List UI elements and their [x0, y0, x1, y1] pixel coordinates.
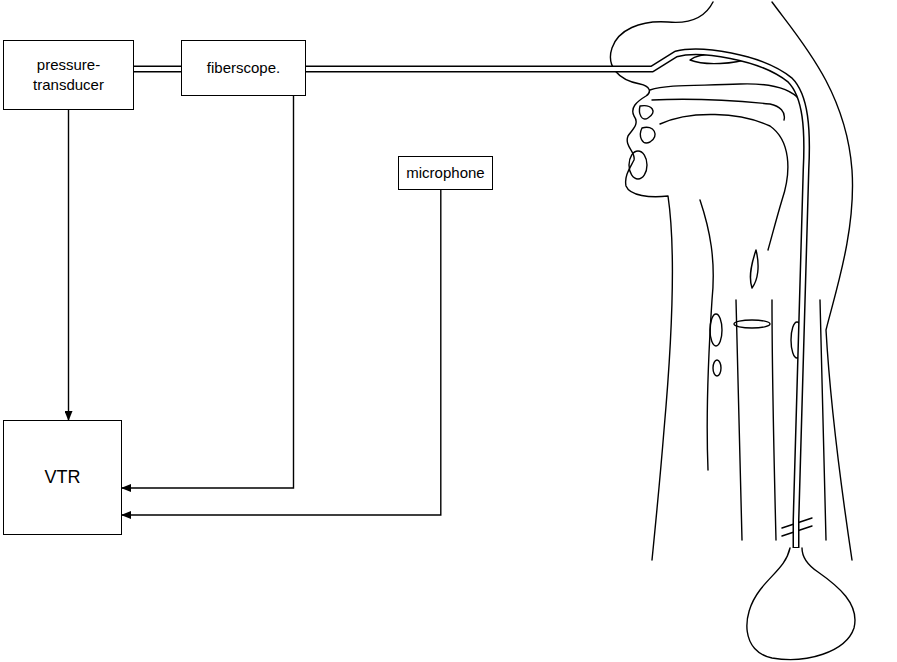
esophagus-wall [820, 300, 826, 540]
process-box: microphone [398, 156, 493, 190]
trachea [772, 300, 776, 540]
process-box: VTR [3, 420, 122, 535]
pharynx-wall [700, 200, 713, 470]
box-label: VTR [45, 465, 81, 489]
trachea [736, 300, 742, 540]
tongue [660, 114, 788, 250]
signal-arrow [122, 96, 294, 488]
tongue-body [629, 151, 647, 179]
head-back [772, 2, 853, 560]
box-label: microphone [406, 163, 484, 183]
tube-connector [134, 69, 181, 70]
lip [640, 127, 655, 143]
lip [639, 106, 653, 119]
balloon [747, 548, 855, 660]
cartilage [713, 360, 721, 376]
catheter-tube [306, 52, 807, 548]
signal-arrow [68, 110, 69, 420]
box-label: fiberscope. [207, 58, 280, 78]
signal-arrow [122, 190, 441, 515]
cartilage [710, 314, 722, 346]
process-box: fiberscope. [181, 40, 306, 96]
process-box: pressure- transducer [3, 40, 134, 110]
box-label: pressure- transducer [10, 55, 127, 96]
epiglottis [750, 250, 758, 288]
hard-palate [652, 99, 784, 120]
vocal-fold [734, 320, 770, 328]
nasal-cavity [650, 84, 800, 100]
catheter-tube-inner [306, 52, 807, 547]
